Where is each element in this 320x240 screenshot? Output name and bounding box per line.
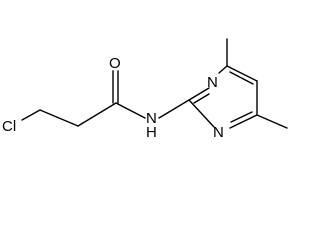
bond-ring-c4-c5: [226, 65, 258, 82]
chemical-structure: Cl O N H N N: [2, 38, 288, 141]
bond-cl-c1: [21, 109, 41, 121]
bond-n-c2ring: [158, 99, 190, 119]
bond-c1-c2: [39, 109, 79, 127]
atom-nh-h-label: H: [146, 124, 157, 141]
atom-o-label: O: [109, 55, 121, 72]
bond-ring-n3-c4: [218, 65, 228, 74]
bond-ring-n1-c2: [188, 99, 215, 128]
bond-ring-c6-n1: [229, 114, 258, 129]
bond-ring-c2-n3: [188, 87, 210, 101]
bond-c2-c3: [77, 102, 117, 127]
bond-ring-c6-n1-inner: [230, 111, 253, 123]
atom-ring-n-bottom-label: N: [213, 124, 224, 141]
bond-c3-n: [115, 102, 146, 119]
bond-ring-c2-n3-inner: [193, 93, 210, 104]
bond-methyl-right: [256, 114, 288, 129]
atom-cl-label: Cl: [2, 118, 16, 135]
atom-nh-n-label: N: [146, 110, 157, 127]
bond-ring-c4-c5-inner: [229, 71, 254, 85]
structure-canvas: Cl O N H N N: [2, 38, 288, 141]
atom-ring-n-top-label: N: [207, 74, 218, 91]
